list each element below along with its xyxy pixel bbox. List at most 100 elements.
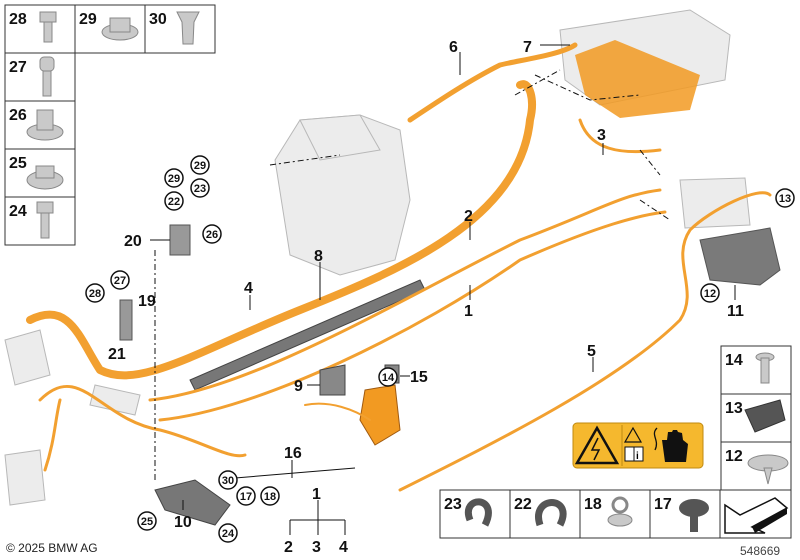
gloved-hand-icon [653, 427, 688, 462]
callout-29a: 29 [190, 155, 210, 175]
expanding-rivet-17-icon [679, 499, 709, 532]
label-16: 16 [284, 445, 302, 462]
callout-14: 14 [378, 367, 398, 387]
parts-table-left [4, 4, 216, 246]
label-2: 2 [464, 208, 473, 225]
electric-motor-housing [274, 114, 411, 276]
part-number-14: 14 [725, 352, 743, 369]
callouts: 29 29 23 22 26 27 28 13 12 14 30 17 18 2… [85, 155, 795, 543]
cable-clamp-23-icon [464, 498, 492, 527]
charger-unit [679, 177, 751, 229]
svg-text:25: 25 [141, 516, 153, 528]
screw-12-icon [747, 454, 789, 485]
part-number-28: 28 [9, 11, 27, 28]
charging-socket [359, 384, 401, 446]
callout-29b: 29 [164, 168, 184, 188]
diagram-number: 548669 [740, 544, 781, 558]
svg-text:13: 13 [779, 193, 791, 205]
label-9: 9 [294, 378, 303, 395]
part-number-22: 22 [514, 496, 532, 513]
svg-text:22: 22 [168, 196, 180, 208]
label-8: 8 [314, 248, 323, 265]
svg-text:29: 29 [194, 160, 206, 172]
label-4: 4 [244, 280, 253, 297]
nut-25-icon [26, 165, 64, 190]
label-5: 5 [587, 343, 596, 360]
label-11: 11 [727, 303, 744, 320]
label-3: 3 [597, 127, 606, 144]
power-electronics-housing [559, 9, 731, 118]
svg-text:23: 23 [194, 183, 206, 195]
label-4-group: 4 [339, 539, 348, 556]
bolt-28-icon [39, 11, 57, 43]
part-number-13: 13 [725, 400, 743, 417]
svg-text:29: 29 [168, 173, 180, 185]
screw-14-icon [755, 352, 775, 384]
electric-hazard-icon [574, 425, 620, 465]
cable-clamp-22-icon [535, 499, 567, 527]
callout-24: 24 [218, 523, 238, 543]
part-number-25: 25 [9, 155, 27, 172]
nut-29-icon [101, 17, 139, 41]
part-number-27: 27 [9, 59, 27, 76]
svg-text:27: 27 [114, 275, 126, 287]
callout-22: 22 [164, 191, 184, 211]
part-number-17: 17 [654, 496, 672, 513]
svg-text:12: 12 [704, 288, 716, 300]
caution-icon [623, 426, 643, 443]
part-9 [319, 364, 346, 396]
part-number-24: 24 [9, 203, 27, 220]
label-10: 10 [174, 514, 192, 531]
bolt-24-icon [36, 201, 54, 239]
label-2-group: 2 [284, 539, 293, 556]
label-6: 6 [449, 39, 458, 56]
callout-23: 23 [190, 178, 210, 198]
svg-text:18: 18 [264, 491, 276, 503]
part-number-26: 26 [9, 107, 27, 124]
part-number-12: 12 [725, 448, 743, 465]
label-3-group: 3 [312, 539, 321, 556]
hv-cables [26, 42, 772, 492]
bolt-27-icon [39, 56, 55, 97]
part-number-18: 18 [584, 496, 602, 513]
high-voltage-warning-label: i [572, 422, 704, 469]
svg-text:26: 26 [206, 229, 218, 241]
callout-27: 27 [110, 270, 130, 290]
label-19: 19 [138, 293, 156, 310]
callout-30: 30 [218, 470, 238, 490]
leader-lines [150, 44, 736, 535]
svg-text:i: i [636, 451, 639, 462]
front-direction-arrow-icon [724, 497, 789, 534]
rivet-nut-30-icon [176, 11, 200, 45]
fastener-icons-right [464, 352, 789, 534]
bracket-10 [154, 479, 231, 526]
bracket-21 [119, 299, 133, 341]
svg-text:24: 24 [222, 528, 235, 540]
part-number-30: 30 [149, 11, 167, 28]
manual-icon: i [624, 446, 644, 462]
label-1-group: 1 [312, 486, 321, 503]
nut-26-icon [26, 109, 64, 141]
parts-table-right [439, 345, 792, 539]
copyright-notice: © 2025 BMW AG [6, 541, 98, 555]
svg-text:30: 30 [222, 475, 234, 487]
heat-shield [699, 227, 781, 286]
label-20: 20 [124, 233, 142, 250]
bracket-20 [169, 224, 191, 256]
callout-25: 25 [137, 511, 157, 531]
label-7: 7 [523, 39, 532, 56]
callout-12: 12 [700, 283, 720, 303]
clip-13-icon [744, 399, 786, 433]
svg-text:14: 14 [382, 372, 395, 384]
assembly-links [154, 69, 671, 480]
svg-text:17: 17 [240, 491, 252, 503]
label-1: 1 [464, 303, 473, 320]
label-15: 15 [410, 369, 428, 386]
callout-13: 13 [775, 188, 795, 208]
svg-text:28: 28 [89, 288, 101, 300]
label-21: 21 [108, 346, 126, 363]
callout-28: 28 [85, 283, 105, 303]
callout-26: 26 [202, 224, 222, 244]
part-number-29: 29 [79, 11, 97, 28]
